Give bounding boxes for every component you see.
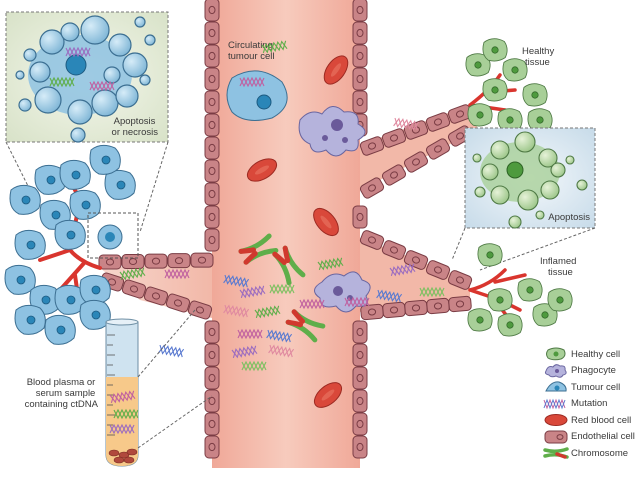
tumour-cell bbox=[14, 304, 46, 335]
endothelial-cell bbox=[167, 253, 191, 269]
endothelial-cell bbox=[204, 90, 220, 114]
tumour-cell bbox=[59, 159, 91, 190]
endothelial-cell bbox=[144, 253, 168, 269]
legend-item: Chromosome bbox=[543, 445, 640, 462]
apoptosis-necrosis-label: Apoptosis or necrosis bbox=[112, 116, 159, 138]
tumour-cell bbox=[44, 314, 76, 345]
endothelial-cell bbox=[381, 301, 407, 319]
endothelial-cell bbox=[352, 67, 368, 91]
endothelial-cell bbox=[447, 295, 473, 313]
mutation-icon bbox=[543, 398, 566, 410]
endothelial-cell bbox=[204, 228, 220, 252]
healthy-cell bbox=[522, 83, 548, 107]
tumour-cell-icon bbox=[545, 381, 567, 392]
healthy-cell bbox=[497, 313, 523, 337]
endothelial-cell bbox=[403, 299, 429, 317]
healthy-cell bbox=[487, 288, 513, 312]
blood-sample-tube bbox=[105, 318, 139, 467]
healthy-cell bbox=[477, 243, 503, 267]
endothelial-cell bbox=[204, 44, 220, 68]
legend-item: Healthy cell bbox=[543, 346, 640, 363]
endothelial-cell bbox=[352, 21, 368, 45]
legend-item: Endothelial cell bbox=[543, 429, 640, 446]
endothelial-cell bbox=[204, 320, 220, 344]
tumour-apoptosis-inset bbox=[5, 11, 169, 143]
endothelial-cell bbox=[204, 113, 220, 137]
legend: Healthy cell Phagocyte Tumour cell Mutat… bbox=[543, 346, 640, 462]
endothelial-cell bbox=[352, 389, 368, 413]
endothelial-cell bbox=[204, 412, 220, 436]
endothelial-cell bbox=[204, 205, 220, 229]
healthy-cell bbox=[547, 288, 573, 312]
endothelial-cell bbox=[204, 182, 220, 206]
endothelial-cell bbox=[190, 252, 214, 268]
endothelial-cell bbox=[204, 366, 220, 390]
endothelial-cell bbox=[204, 343, 220, 367]
endothelial-cell bbox=[204, 0, 220, 22]
tumour-cell bbox=[9, 184, 41, 215]
endothelial-cell bbox=[352, 435, 368, 459]
tumour-cell bbox=[89, 144, 121, 175]
endothelial-cell bbox=[425, 297, 451, 315]
healthy-cell bbox=[517, 278, 543, 302]
red-blood-cell-icon bbox=[544, 414, 568, 427]
healthy-cell bbox=[482, 78, 508, 102]
endothelial-cell bbox=[352, 320, 368, 344]
blood-sample-label: Blood plasma or serum sample containing … bbox=[25, 377, 99, 410]
inflamed-tissue-label: Inflamed tissue bbox=[540, 256, 579, 278]
legend-item: Phagocyte bbox=[543, 363, 640, 380]
dna-fragment bbox=[158, 344, 185, 358]
healthy-cell bbox=[482, 38, 508, 62]
tumour-cell bbox=[54, 219, 86, 250]
tumour-cell bbox=[14, 229, 46, 260]
healthy-cell bbox=[467, 103, 493, 127]
healthy-tissue bbox=[465, 38, 553, 132]
endothelial-cell bbox=[352, 205, 368, 229]
endothelial-cell bbox=[204, 159, 220, 183]
chromosome-icon bbox=[543, 447, 569, 459]
endothelial-cell-icon bbox=[544, 430, 568, 444]
healthy-cell-icon bbox=[546, 347, 566, 361]
tumour-cell bbox=[104, 169, 136, 200]
endothelial-cell bbox=[352, 366, 368, 390]
inflamed-tissue bbox=[467, 243, 573, 337]
endothelial-cell bbox=[98, 254, 122, 270]
tumour-cell bbox=[69, 189, 101, 220]
endothelial-cell bbox=[204, 435, 220, 459]
endothelial-cell bbox=[204, 21, 220, 45]
healthy-tissue-label: Healthy tissue bbox=[522, 46, 557, 68]
healthy-apoptosis-inset bbox=[464, 127, 596, 229]
endothelial-cell bbox=[204, 67, 220, 91]
circulating-tumour-cell bbox=[226, 70, 288, 121]
tumour-tissue bbox=[4, 144, 136, 345]
healthy-cell bbox=[502, 58, 528, 82]
endothelial-cell bbox=[352, 0, 368, 22]
endothelial-cell bbox=[204, 136, 220, 160]
endothelial-cell bbox=[204, 389, 220, 413]
endothelial-cell bbox=[352, 44, 368, 68]
apoptosis-label: Apoptosis bbox=[548, 212, 590, 223]
legend-item: Mutation bbox=[543, 396, 640, 413]
phagocyte bbox=[298, 106, 366, 157]
endothelial-cell bbox=[121, 254, 145, 270]
tumour-apoptotic-cell bbox=[87, 212, 139, 259]
healthy-cell bbox=[467, 308, 493, 332]
circulating-tumour-cell-label: Circulating tumour cell bbox=[228, 40, 276, 62]
legend-item: Red blood cell bbox=[543, 412, 640, 429]
endothelial-cell bbox=[352, 90, 368, 114]
legend-item: Tumour cell bbox=[543, 379, 640, 396]
endothelial-cell bbox=[352, 343, 368, 367]
endothelial-cell bbox=[352, 412, 368, 436]
endothelial-cell bbox=[359, 303, 385, 321]
phagocyte-icon bbox=[544, 363, 567, 378]
